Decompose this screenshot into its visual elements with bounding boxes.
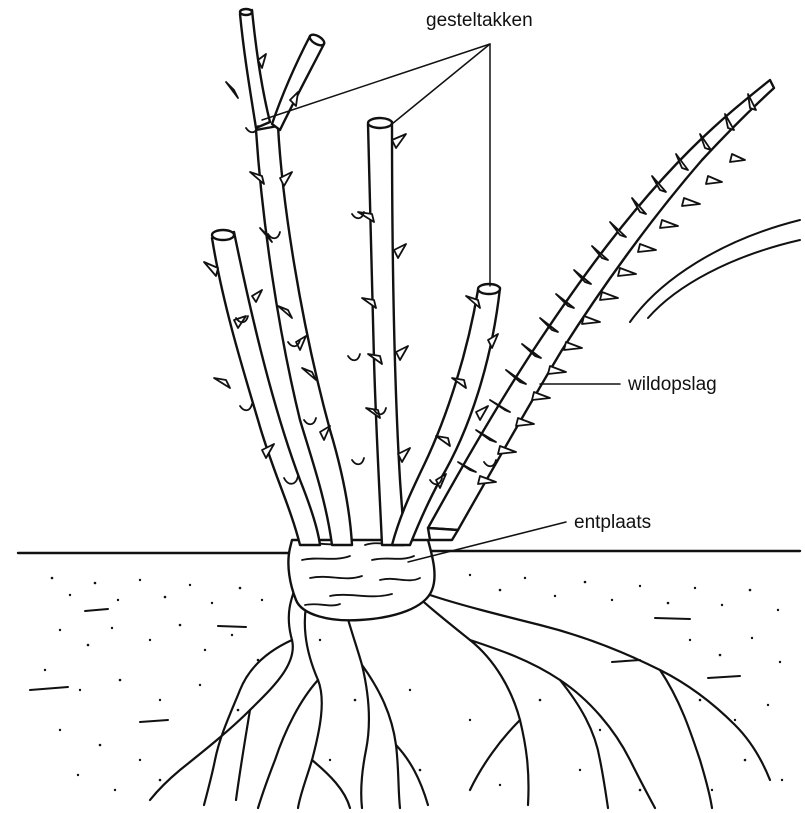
label-wildopslag: wildopslag bbox=[627, 374, 717, 395]
background-arcs bbox=[630, 220, 800, 322]
branch-tall bbox=[256, 126, 352, 545]
label-entplaats: entplaats bbox=[574, 512, 651, 533]
label-gesteltakken: gesteltakken bbox=[426, 10, 533, 31]
roots bbox=[150, 575, 770, 808]
branch-centre bbox=[368, 122, 404, 545]
root-crown bbox=[288, 540, 434, 620]
